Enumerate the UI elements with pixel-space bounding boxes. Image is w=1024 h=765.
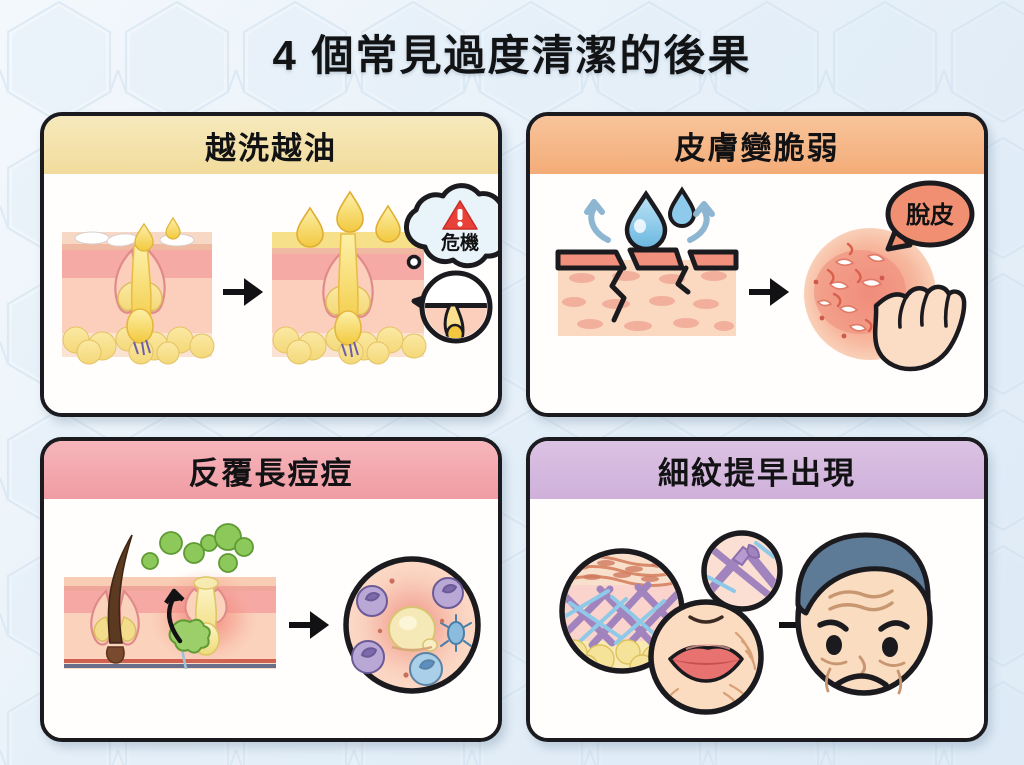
immune-cell [356, 585, 388, 617]
oil-droplet [336, 190, 364, 233]
broken-fibre-magnifier [701, 530, 783, 612]
card-fragile-skin[interactable]: 皮膚變脆弱 [526, 112, 988, 417]
collagen-breakdown-pair [559, 530, 933, 715]
water-droplet [667, 186, 697, 228]
card-illustration-early-fine-lines [530, 499, 984, 738]
normal-skin-cross-section [62, 216, 215, 365]
water-droplet [624, 189, 668, 252]
card-illustration-over-washing-oily: 危機 [44, 174, 498, 413]
peeling-bubble-label: 脫皮 [906, 202, 954, 229]
crisis-bubble-label: 危機 [441, 231, 479, 254]
card-header-recurring-acne: 反覆長痘痘 [44, 441, 498, 499]
oil-droplet [375, 204, 401, 243]
card-over-washing-oily[interactable]: 越洗越油 [40, 112, 502, 417]
acne-formation-pair [64, 523, 481, 694]
damaged-barrier-pair: 脫皮 [555, 180, 975, 372]
oil-droplet [134, 222, 154, 252]
inflamed-pimple-magnifier [343, 556, 481, 694]
scratching-hand-icon [872, 284, 967, 372]
immune-cell [351, 640, 385, 674]
immune-cell [409, 652, 443, 686]
card-early-fine-lines[interactable]: 細紋提早出現 [526, 437, 988, 742]
flow-arrow-right [749, 278, 790, 306]
skin-sebum-cross-section-pair: 危機 [62, 183, 498, 365]
follicle-bacteria-cross-section [64, 523, 276, 670]
card-header-early-fine-lines: 細紋提早出現 [530, 441, 984, 499]
immune-cell [432, 577, 464, 609]
oil-droplet [165, 216, 181, 240]
flow-arrow-right [289, 611, 330, 639]
card-header-over-washing-oily: 越洗越油 [44, 116, 498, 174]
cracked-skin-barrier [555, 186, 739, 336]
wrinkled-sad-face [795, 532, 933, 696]
card-illustration-recurring-acne [44, 499, 498, 738]
pore-magnifier-inset [411, 270, 493, 344]
irritated-flaking-skin [804, 228, 967, 372]
oily-skin-cross-section [272, 190, 427, 365]
card-header-fragile-skin: 皮膚變脆弱 [530, 116, 984, 174]
bacteria-cluster [141, 523, 254, 573]
flow-arrow-right [223, 278, 264, 306]
oil-droplet [296, 206, 324, 248]
card-recurring-acne[interactable]: 反覆長痘痘 [40, 437, 502, 742]
mouth-wrinkles-magnifier [648, 599, 764, 715]
card-illustration-fragile-skin: 脫皮 [530, 174, 984, 413]
peeling-speech-bubble: 脫皮 [885, 180, 975, 252]
eye [882, 637, 898, 657]
page-title: 4 個常見過度清潔的後果 [272, 32, 752, 79]
eye [826, 635, 842, 655]
consequences-card-grid: 越洗越油 [40, 112, 988, 742]
